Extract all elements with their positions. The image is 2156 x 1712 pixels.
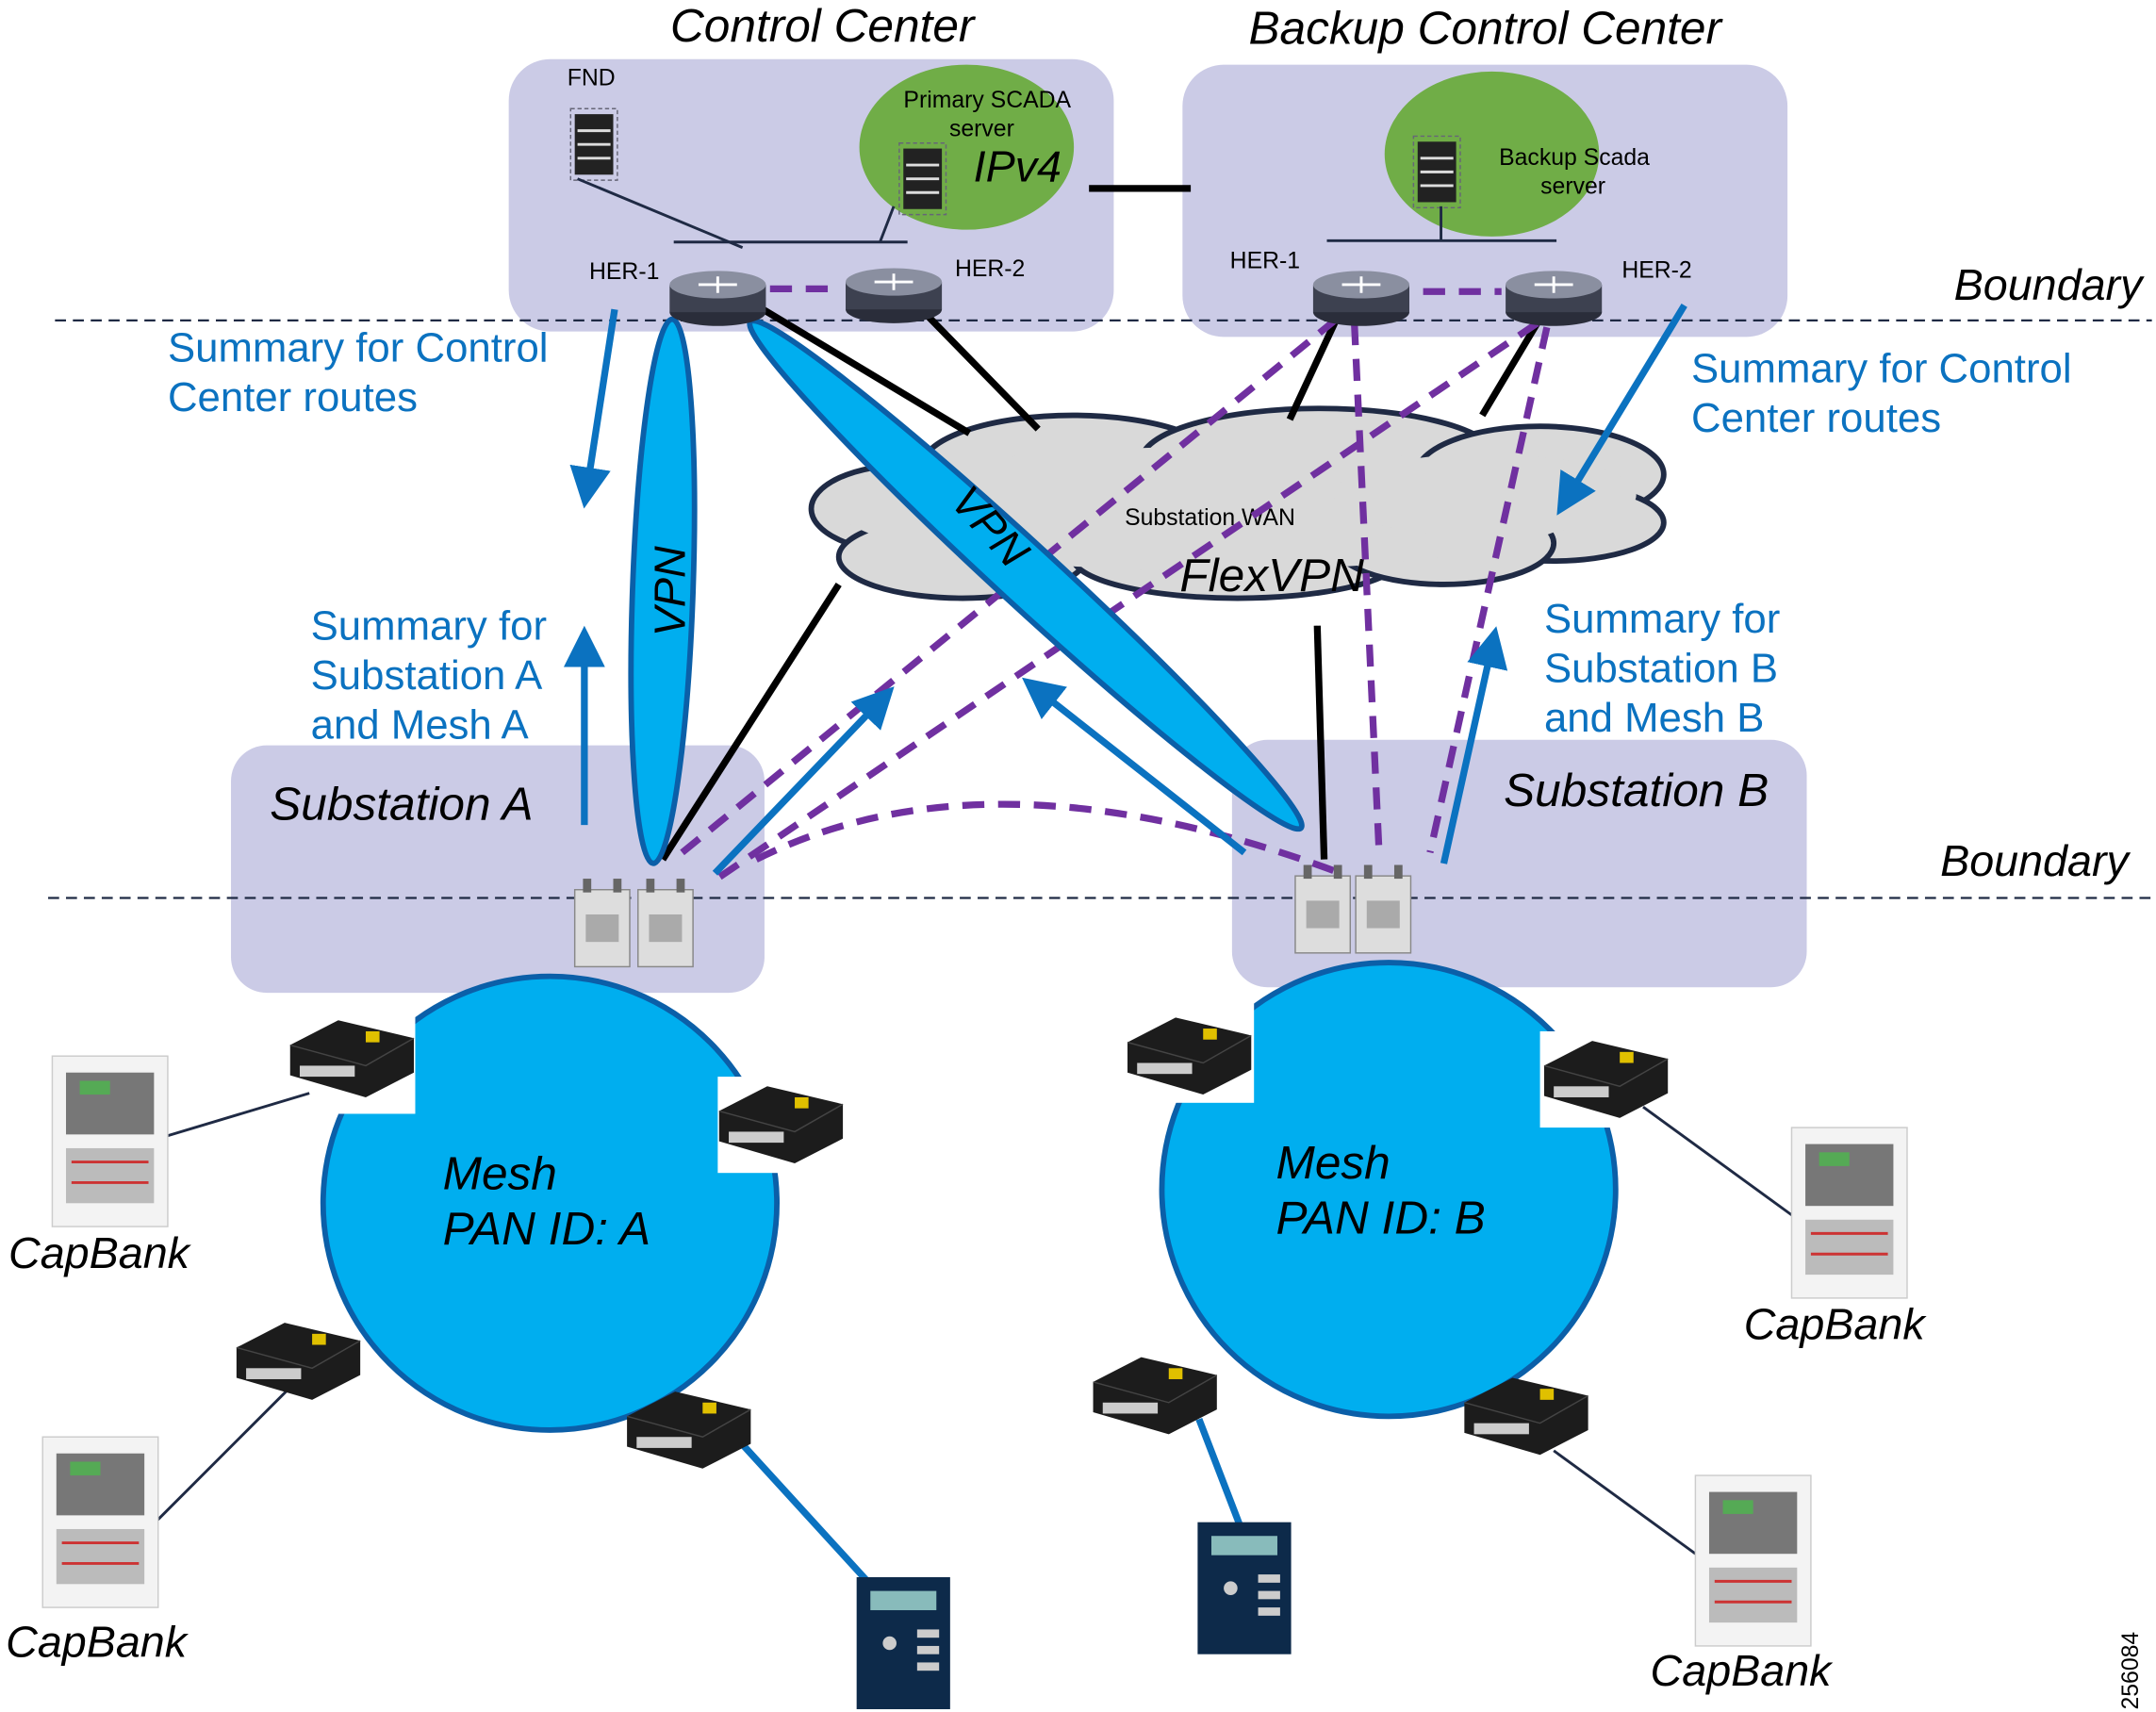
backup-scada-label: Backup Scada [1499,145,1650,171]
vpn-a-label: VPN [645,546,694,636]
backup-links [671,285,1551,883]
backup-her2-label: HER-2 [1621,258,1691,284]
mesh-b-label: Mesh [1276,1136,1391,1189]
boundary-top-label: Boundary [1954,260,2145,309]
fnd-label: FND [568,65,616,91]
substation-a-label: Substation A [270,777,533,830]
mesh-a-label: Mesh [443,1147,557,1200]
summary-sub-a-label-3: and Mesh A [311,701,530,748]
summary-arrows [564,303,1687,876]
control-center-title: Control Center [670,0,977,52]
control-center-devices [568,107,1604,328]
relay-links [732,1417,1244,1598]
substation-a-zone [231,745,765,994]
backup-scada-label-2: server [1540,174,1605,200]
wan-label: Substation WAN [1125,505,1295,531]
summary-sub-a-label-2: Substation A [311,652,543,699]
mesh-b-label-2: PAN ID: B [1276,1191,1486,1243]
protection-relays [856,1522,1292,1710]
primary-links [659,306,1540,862]
ipv4-label: IPv4 [974,142,1062,191]
substation-b-label: Substation B [1504,764,1769,816]
field-links [150,1092,1796,1562]
her2-label: HER-2 [955,256,1025,282]
primary-scada-label: Primary SCADA [903,88,1071,113]
her1-label: HER-1 [589,259,659,285]
capbank-label: CapBank [1651,1646,1835,1695]
figure-id: 256084 [2118,1632,2144,1710]
summary-right-label: Summary for Control [1691,346,2072,392]
capbank-label: CapBank [1744,1300,1928,1349]
boundary-bottom-label: Boundary [1940,836,2131,885]
backup-her1-label: HER-1 [1230,248,1300,273]
flexvpn-label: FlexVPN [1179,549,1364,601]
vpn-tunnel-a [628,316,698,866]
summary-right-label-2: Center routes [1691,395,1941,441]
summary-sub-a-label: Summary for [311,602,547,649]
summary-sub-b-label-2: Substation B [1544,645,1778,691]
primary-scada-label-2: server [949,116,1014,141]
summary-sub-b-label-3: and Mesh B [1544,695,1764,741]
summary-left-label: Summary for Control [168,325,549,371]
backup-control-center-title: Backup Control Center [1248,2,1723,55]
summary-left-label-2: Center routes [168,374,418,420]
capbank-label: CapBank [8,1228,192,1277]
summary-sub-b-label: Summary for [1544,596,1780,642]
capbank-label: CapBank [6,1618,189,1667]
mesh-a-label-2: PAN ID: A [443,1202,650,1255]
